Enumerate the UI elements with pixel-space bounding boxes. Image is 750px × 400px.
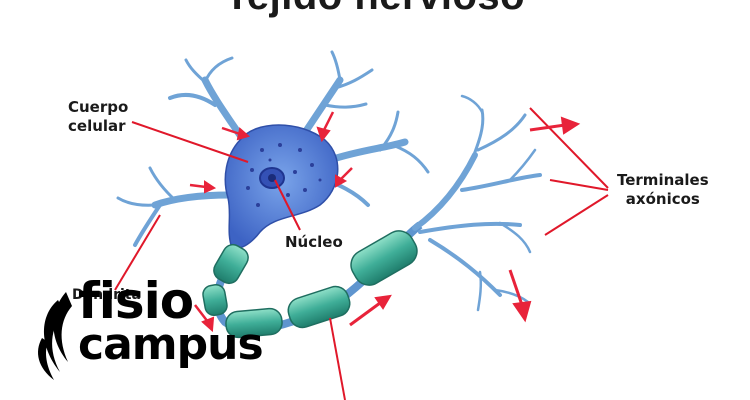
pointer-lines <box>114 107 609 400</box>
fisiocampus-logo-mark <box>38 292 72 380</box>
label-cuerpo-celular: Cuerpo celular <box>68 98 129 135</box>
logo-text-campus: campus <box>78 319 264 370</box>
cell-body <box>224 124 339 250</box>
myelin-sheath <box>202 230 418 339</box>
logo-text-fisio: fisio <box>78 272 194 330</box>
label-nucleo: Núcleo <box>285 233 343 251</box>
label-dendrita: Dendrita <box>72 287 141 303</box>
axon-terminals <box>412 94 542 312</box>
signal-arrows <box>189 111 581 333</box>
nissl-granules <box>246 143 322 207</box>
page-title: Tejido nervioso <box>0 0 750 19</box>
label-terminales-axonicos: Terminales axónicos <box>617 171 709 208</box>
